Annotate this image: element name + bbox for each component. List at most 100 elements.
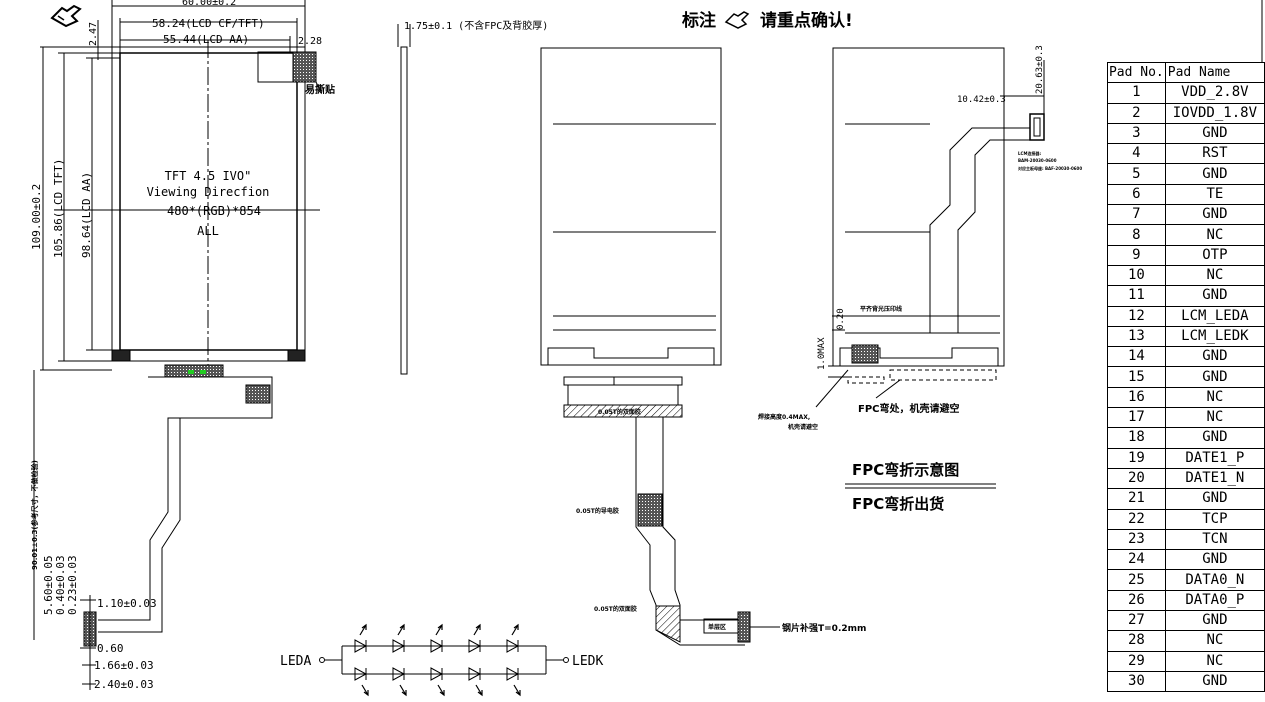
pad-name: NC — [1164, 386, 1265, 409]
dim-1-0max: 1.0MAX — [817, 337, 827, 370]
pad-name: LCM_LEDA — [1164, 305, 1265, 327]
dim-aa-width: 55.44(LCD AA) — [163, 33, 249, 46]
dim-5-60: 5.60±0.05 — [42, 555, 55, 615]
dim-height-tft: 105.86(LCD TFT) — [52, 159, 65, 258]
label-fpc-bend: FPC弯处，机壳请避空 — [858, 402, 960, 415]
title-underlines — [845, 483, 996, 489]
pad-no: 8 — [1107, 224, 1166, 246]
dim-0-23: 0.23±0.03 — [66, 555, 79, 615]
pad-no: 27 — [1107, 610, 1166, 632]
pad-name: GND — [1164, 549, 1265, 571]
dim-0-40: 0.40±0.03 — [54, 555, 67, 615]
note-suffix: 请重点确认! — [760, 10, 853, 31]
led-cathode-label: LEDK — [572, 654, 603, 669]
dim-20-63: 20.63±0.3 — [1035, 45, 1045, 94]
bent-view-labels: 0.05T的双面胶 0.05T的导电胶 0.05T的双面胶 单层区 钢片补强T=… — [576, 408, 866, 634]
pad-name: LCM_LEDK — [1164, 325, 1265, 348]
label-align: 平齐背光压印线 — [860, 305, 902, 313]
dim-total-width: 60.00±0.2 — [182, 0, 236, 8]
dim-10-42: 10.42±0.3 — [957, 95, 1006, 105]
connector-note3: 对应主板母座: BAF-20030-0600 — [1018, 165, 1082, 171]
pad-no: 4 — [1107, 143, 1166, 165]
led-row-top — [354, 639, 520, 653]
pad-table-header: Pad No. Pad Name — [1107, 61, 1265, 84]
dim-1-66: 1.66±0.03 — [94, 659, 154, 672]
title-bend: FPC弯折示意图 — [852, 461, 959, 479]
pad-name: VDD_2.8V — [1164, 82, 1265, 104]
dim-cf-tft: 58.24(LCD CF/TFT) — [152, 17, 265, 30]
note-prefix: 标注 — [682, 10, 716, 31]
pad-no: 11 — [1107, 285, 1166, 307]
pad-no: 16 — [1107, 386, 1166, 409]
pad-name: GND — [1164, 346, 1265, 368]
pad-name: GND — [1164, 610, 1265, 632]
connector-note2: BAM-20030-0600 — [1018, 158, 1057, 163]
center-line2: Viewing Direcfion — [147, 185, 270, 199]
bent-view — [540, 47, 780, 646]
pad-name: TE — [1164, 183, 1265, 206]
connector-note1: LCM连接器: — [1018, 150, 1041, 156]
label-solder1: 焊接高度0.4MAX, — [758, 413, 810, 421]
pad-no: 10 — [1107, 264, 1166, 287]
dim-fpc-length: 90.01±0.3(参考尺寸，不做检验) — [30, 460, 39, 570]
back-view — [815, 47, 1045, 408]
pad-name: NC — [1164, 264, 1265, 287]
pad-name: GND — [1164, 427, 1265, 449]
label-steel: 钢片补强T=0.2mm — [782, 622, 866, 634]
pad-name: DATE1_P — [1164, 447, 1265, 469]
dim-height-aa: 98.64(LCD AA) — [80, 172, 93, 258]
pad-name: RST — [1164, 143, 1265, 165]
header-note: 标注 请重点确认! — [682, 10, 853, 31]
dim-thickness: 1.75±0.1 (不含FPC及背胶厚) — [404, 19, 548, 32]
pad-name: DATA0_N — [1164, 569, 1265, 591]
pad-name: GND — [1164, 366, 1265, 388]
front-view-labels: 60.00±0.2 58.24(LCD CF/TFT) 55.44(LCD AA… — [30, 0, 335, 691]
pad-no: 21 — [1107, 488, 1166, 510]
pad-no: 9 — [1107, 244, 1166, 266]
dim-height-total: 109.00±0.2 — [30, 184, 43, 250]
pad-name: NC — [1164, 650, 1265, 672]
title-ship: FPC弯折出货 — [852, 495, 944, 513]
center-line4: ALL — [197, 224, 219, 238]
peel-label: 易撕贴 — [305, 83, 335, 96]
pad-name: GND — [1164, 670, 1265, 693]
led-anode-label: LEDA — [280, 654, 311, 669]
pad-name: DATE1_N — [1164, 467, 1265, 490]
dim-1-10: 1.10±0.03 — [97, 597, 157, 610]
led-circuit — [319, 623, 569, 697]
pad-no: 20 — [1107, 467, 1166, 490]
pad-name: IOVDD_1.8V — [1164, 102, 1265, 124]
pad-name: TCP — [1164, 508, 1265, 530]
pad-name: NC — [1164, 630, 1265, 652]
pad-no: 29 — [1107, 650, 1166, 672]
pad-name: GND — [1164, 122, 1265, 145]
pad-no: 1 — [1107, 82, 1166, 104]
pad-name: GND — [1164, 204, 1265, 226]
hand-pointer-icon — [50, 4, 82, 28]
center-line1: TFT 4.5 IVO" — [165, 169, 252, 183]
pad-name: DATA0_P — [1164, 589, 1265, 612]
dim-2-28: 2.28 — [298, 36, 322, 47]
dim-2-40: 2.40±0.03 — [94, 678, 154, 691]
pad-name: TCN — [1164, 528, 1265, 551]
